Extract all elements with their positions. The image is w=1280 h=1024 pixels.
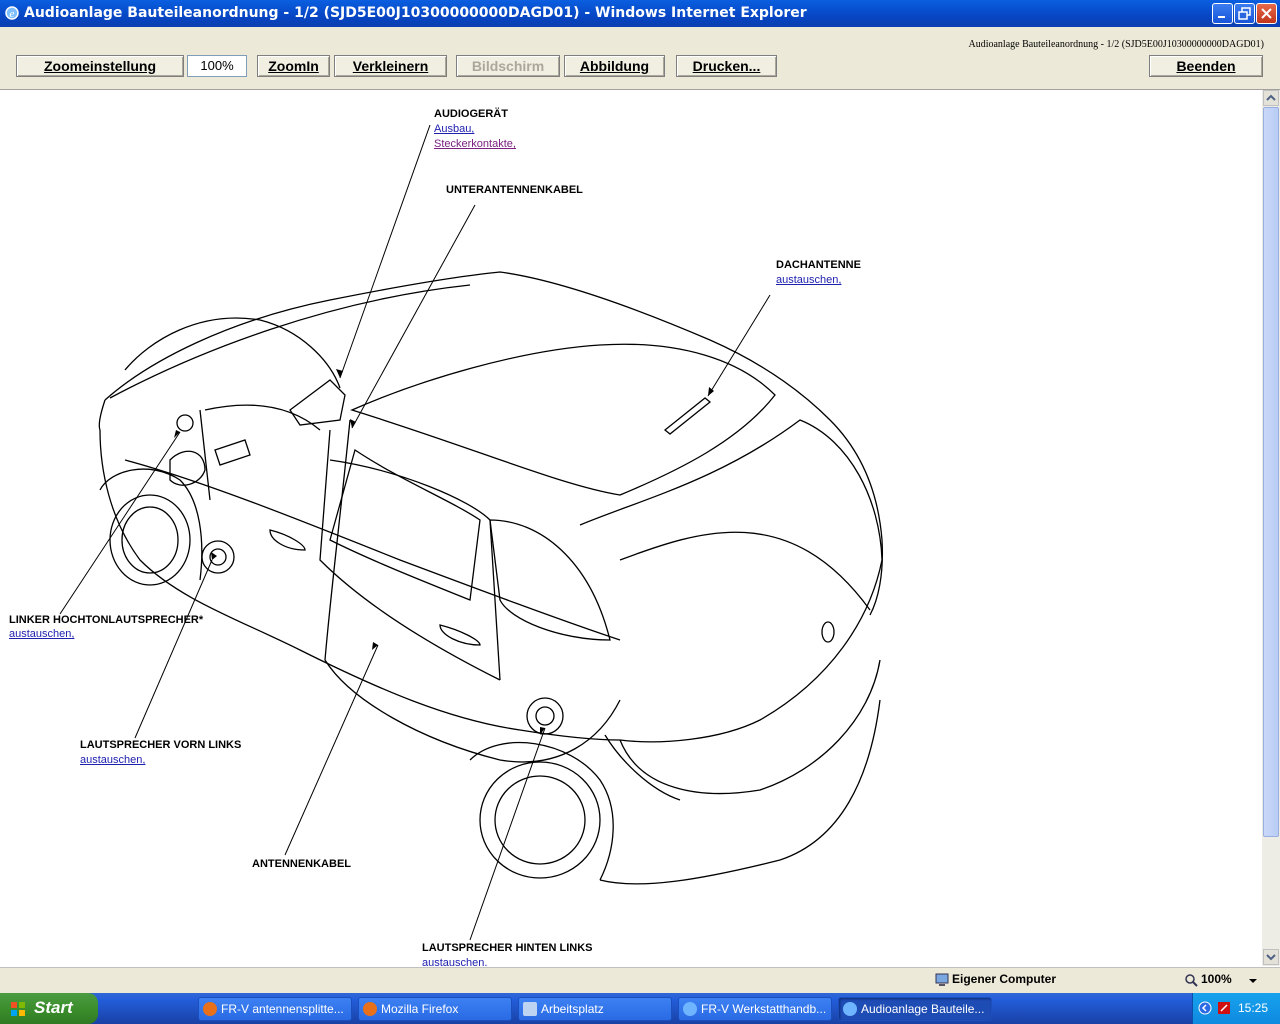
internet-explorer-icon bbox=[683, 1002, 697, 1016]
audio-unit-label: AUDIOGERÄT bbox=[434, 108, 508, 120]
firefox-icon bbox=[363, 1002, 377, 1016]
internet-explorer-icon: e bbox=[5, 6, 19, 20]
taskbar-item-audioanlage[interactable]: Audioanlage Bauteile... bbox=[838, 997, 992, 1021]
audio-unit-connectors-link[interactable]: Steckerkontakte, bbox=[434, 138, 516, 150]
security-alert-icon[interactable] bbox=[1217, 1001, 1231, 1015]
security-zone-text: Eigener Computer bbox=[952, 972, 1057, 986]
computer-zone-icon bbox=[935, 973, 949, 986]
sub-antenna-cable-label: UNTERANTENNENKABEL bbox=[446, 184, 583, 196]
scroll-up-button[interactable] bbox=[1263, 90, 1279, 106]
start-button[interactable]: Start bbox=[0, 993, 98, 1024]
print-button[interactable]: Drucken... bbox=[676, 55, 777, 77]
front-left-speaker-label: LAUTSPRECHER VORN LINKS bbox=[80, 739, 242, 751]
minimize-button[interactable] bbox=[1212, 3, 1233, 24]
audio-unit-removal-link[interactable]: Ausbau, bbox=[434, 123, 475, 135]
front-left-speaker-replace-link[interactable]: austauschen, bbox=[80, 754, 146, 766]
car-line-drawing bbox=[59, 124, 884, 941]
task-label: Arbeitsplatz bbox=[541, 1002, 604, 1016]
clock: 15:25 bbox=[1237, 1001, 1268, 1015]
diagram-viewport: AUDIOGERÄT Ausbau, Steckerkontakte, UNTE… bbox=[0, 90, 1262, 966]
window-title: Audioanlage Bauteileanordnung - 1/2 (SJD… bbox=[24, 5, 807, 21]
start-label: Start bbox=[34, 998, 73, 1017]
rear-left-speaker-label: LAUTSPRECHER HINTEN LINKS bbox=[422, 942, 593, 954]
screen-button: Bildschirm bbox=[456, 55, 560, 77]
show-hidden-icons-icon[interactable] bbox=[1198, 1001, 1212, 1015]
my-computer-icon bbox=[523, 1002, 537, 1016]
document-reference: Audioanlage Bauteileanordnung - 1/2 (SJD… bbox=[968, 39, 1264, 50]
task-label: FR-V antennensplitte... bbox=[221, 1002, 344, 1016]
task-label: Audioanlage Bauteile... bbox=[861, 1002, 985, 1016]
left-tweeter-label: LINKER HOCHTONLAUTSPRECHER* bbox=[9, 614, 204, 626]
taskbar-item-arbeitsplatz[interactable]: Arbeitsplatz bbox=[518, 997, 672, 1021]
roof-antenna-label: DACHANTENNE bbox=[776, 259, 861, 271]
task-label: Mozilla Firefox bbox=[381, 1002, 459, 1016]
taskbar-item-firefox-antennensplitter[interactable]: FR-V antennensplitte... bbox=[198, 997, 352, 1021]
window-titlebar: e Audioanlage Bauteileanordnung - 1/2 (S… bbox=[0, 0, 1280, 27]
chevron-down-icon[interactable] bbox=[1248, 977, 1258, 985]
svg-text:e: e bbox=[10, 8, 15, 20]
zoom-out-button[interactable]: Verkleinern bbox=[334, 55, 447, 77]
system-tray: 15:25 bbox=[1192, 993, 1280, 1024]
arrow-down-icon bbox=[1266, 954, 1276, 961]
illustration-button[interactable]: Abbildung bbox=[564, 55, 665, 77]
minimize-icon bbox=[1218, 16, 1225, 18]
taskbar-item-mozilla-firefox[interactable]: Mozilla Firefox bbox=[358, 997, 512, 1021]
zoom-icon bbox=[1185, 974, 1198, 987]
task-label: FR-V Werkstatthandb... bbox=[701, 1002, 827, 1016]
arrow-up-icon bbox=[1266, 94, 1276, 101]
taskbar-item-werkstatthandbuch[interactable]: FR-V Werkstatthandb... bbox=[678, 997, 832, 1021]
restore-icon bbox=[1238, 7, 1251, 20]
vertical-scrollbar[interactable] bbox=[1262, 90, 1280, 966]
roof-antenna-replace-link[interactable]: austauschen, bbox=[776, 274, 842, 286]
exit-button[interactable]: Beenden bbox=[1149, 55, 1263, 77]
zoom-settings-button[interactable]: Zoomeinstellung bbox=[16, 55, 184, 77]
firefox-icon bbox=[203, 1002, 217, 1016]
windows-flag-icon bbox=[11, 1002, 25, 1016]
viewer-toolbar: Audioanlage Bauteileanordnung - 1/2 (SJD… bbox=[0, 27, 1280, 90]
scroll-thumb[interactable] bbox=[1263, 107, 1279, 837]
status-bar: Eigener Computer 100% bbox=[0, 967, 1280, 993]
close-button[interactable] bbox=[1256, 3, 1277, 24]
close-icon bbox=[1261, 8, 1272, 19]
zoom-in-button[interactable]: ZoomIn bbox=[257, 55, 330, 77]
taskbar: Start FR-V antennensplitte... Mozilla Fi… bbox=[0, 993, 1280, 1024]
restore-button[interactable] bbox=[1234, 3, 1255, 24]
zoom-value-field[interactable]: 100% bbox=[187, 55, 247, 77]
antenna-cable-label: ANTENNENKABEL bbox=[252, 858, 351, 870]
internet-explorer-icon bbox=[843, 1002, 857, 1016]
rear-left-speaker-replace-link[interactable]: austauschen, bbox=[422, 957, 488, 966]
scroll-down-button[interactable] bbox=[1263, 949, 1279, 965]
left-tweeter-replace-link[interactable]: austauschen, bbox=[9, 628, 75, 640]
zoom-level-text[interactable]: 100% bbox=[1201, 972, 1232, 986]
